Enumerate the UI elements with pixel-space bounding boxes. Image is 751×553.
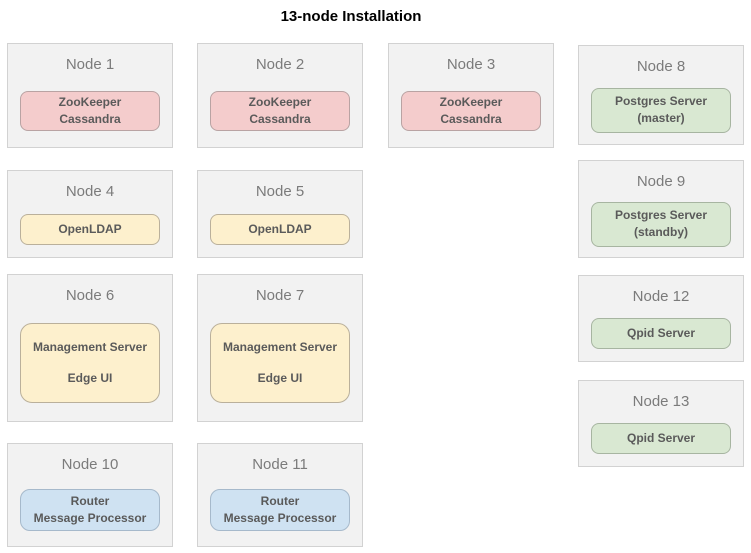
node-12: Node 12 Qpid Server — [578, 275, 744, 362]
service-label: Postgres Server — [614, 208, 708, 222]
node-2: Node 2 ZooKeeper Cassandra — [197, 43, 363, 148]
service-box-openldap: OpenLDAP — [210, 213, 350, 245]
service-label: Cassandra — [440, 111, 502, 126]
node-7: Node 7 Management Server Edge UI — [197, 274, 363, 422]
service-box-management-server-edge-ui: Management Server Edge UI — [210, 323, 350, 403]
service-label: Edge UI — [257, 371, 303, 385]
service-label: Qpid Server — [626, 326, 696, 340]
node-title: Node 11 — [252, 456, 308, 473]
node-title: Node 12 — [632, 288, 690, 305]
service-label: ZooKeeper — [439, 94, 503, 109]
service-label: Qpid Server — [626, 431, 696, 445]
service-label: OpenLDAP — [248, 221, 312, 236]
service-box-zookeeper-cassandra: ZooKeeper Cassandra — [210, 90, 350, 131]
service-label: OpenLDAP — [58, 221, 122, 236]
service-label: Management Server — [32, 340, 148, 354]
service-label: Router — [260, 494, 300, 508]
node-8: Node 8 Postgres Server (master) — [578, 45, 744, 145]
node-10: Node 10 Router Message Processor — [7, 443, 173, 547]
service-label: Cassandra — [59, 111, 121, 126]
node-1: Node 1 ZooKeeper Cassandra — [7, 43, 173, 148]
service-box-management-server-edge-ui: Management Server Edge UI — [20, 323, 160, 403]
node-title: Node 13 — [632, 393, 690, 410]
service-label: Router — [70, 494, 110, 508]
node-title: Node 8 — [636, 58, 686, 75]
service-box-openldap: OpenLDAP — [20, 213, 160, 245]
node-title: Node 1 — [65, 56, 115, 73]
service-label: ZooKeeper — [58, 94, 122, 109]
node-title: Node 7 — [255, 287, 305, 304]
service-label: Management Server — [222, 340, 338, 354]
service-label: Postgres Server — [614, 94, 708, 108]
node-11: Node 11 Router Message Processor — [197, 443, 363, 547]
diagram-title: 13-node Installation — [280, 8, 422, 25]
service-label: (standby) — [634, 225, 688, 239]
service-label: (master) — [637, 111, 685, 125]
service-label: Cassandra — [249, 111, 311, 126]
service-box-qpid-server: Qpid Server — [591, 423, 731, 454]
service-box-postgres-master: Postgres Server (master) — [591, 87, 731, 133]
node-title: Node 9 — [636, 173, 686, 190]
node-title: Node 2 — [255, 56, 305, 73]
service-box-router-message-processor: Router Message Processor — [210, 489, 350, 531]
node-6: Node 6 Management Server Edge UI — [7, 274, 173, 422]
node-title: Node 5 — [255, 183, 305, 200]
service-label: ZooKeeper — [248, 94, 312, 109]
service-box-qpid-server: Qpid Server — [591, 318, 731, 349]
service-box-zookeeper-cassandra: ZooKeeper Cassandra — [20, 90, 160, 131]
service-label: Edge UI — [67, 371, 113, 385]
node-5: Node 5 OpenLDAP — [197, 170, 363, 258]
service-label: Message Processor — [223, 511, 337, 525]
node-4: Node 4 OpenLDAP — [7, 170, 173, 258]
service-label: Message Processor — [33, 511, 147, 525]
node-title: Node 4 — [65, 183, 115, 200]
node-title: Node 3 — [446, 56, 496, 73]
node-13: Node 13 Qpid Server — [578, 380, 744, 467]
service-box-router-message-processor: Router Message Processor — [20, 489, 160, 531]
node-3: Node 3 ZooKeeper Cassandra — [388, 43, 554, 148]
service-box-postgres-standby: Postgres Server (standby) — [591, 201, 731, 247]
node-title: Node 6 — [65, 287, 115, 304]
node-title: Node 10 — [61, 456, 119, 473]
node-9: Node 9 Postgres Server (standby) — [578, 160, 744, 258]
service-box-zookeeper-cassandra: ZooKeeper Cassandra — [401, 90, 541, 131]
